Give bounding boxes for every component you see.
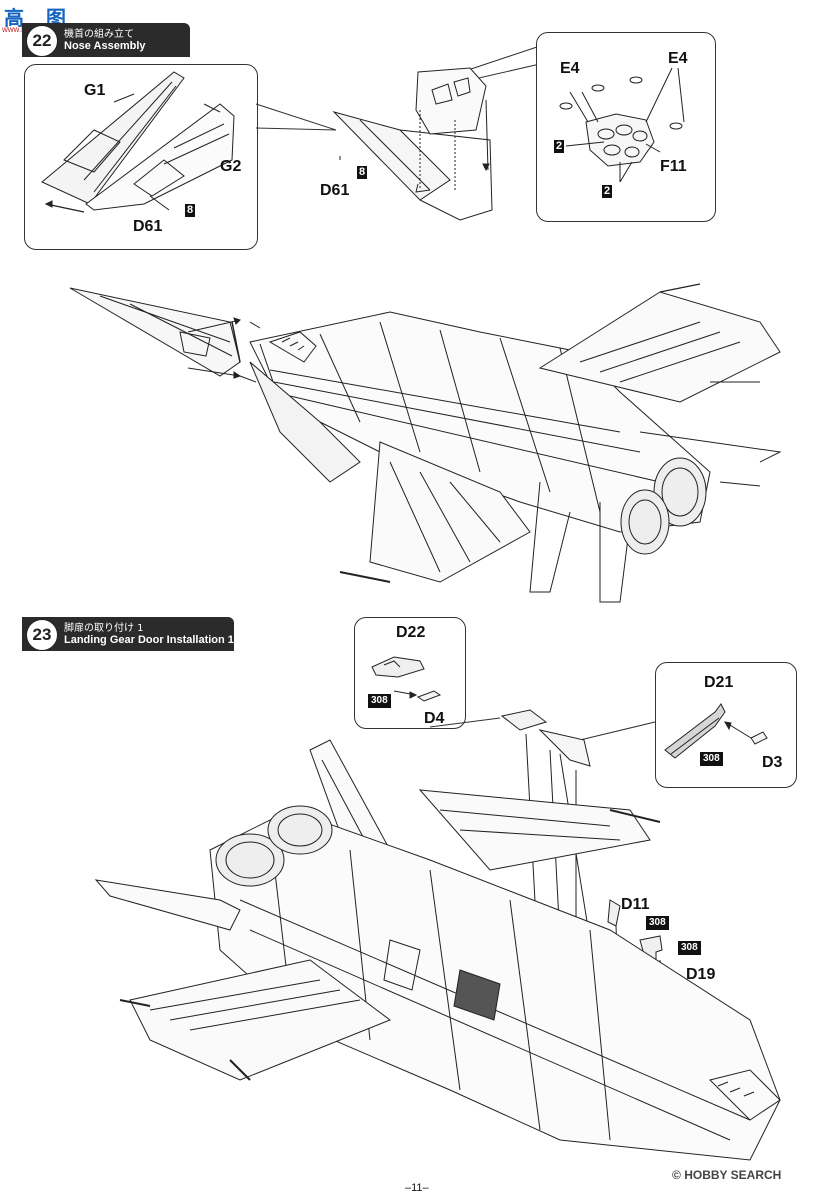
- cement-ref-308-b: 308: [700, 752, 723, 766]
- door-d21-drawing: [664, 703, 768, 759]
- paint-ref-8-a: 8: [185, 204, 196, 217]
- part-label-d22: D22: [396, 624, 426, 641]
- cement-ref-308-d: 308: [678, 941, 701, 955]
- leader-lines-23: [429, 717, 656, 741]
- part-label-d21: D21: [704, 674, 734, 691]
- aircraft-step23-drawing: [94, 709, 781, 1161]
- cement-ref-308-a: 308: [368, 694, 391, 708]
- aircraft-step22-drawing: [69, 283, 782, 603]
- part-label-f11: F11: [660, 158, 687, 175]
- part-label-e4-b: E4: [668, 50, 688, 67]
- part-label-e4-a: E4: [560, 60, 580, 77]
- door-d22-drawing: [371, 656, 442, 702]
- leader-lines-22: [255, 45, 541, 131]
- step-22-title-en: Nose Assembly: [64, 40, 146, 52]
- part-label-g1: G1: [84, 82, 106, 99]
- part-label-d61-b: D61: [320, 182, 350, 199]
- nose-section-drawing: [332, 67, 493, 221]
- door-d21-detail-box: [655, 662, 797, 788]
- watermark-logo-char: 高: [4, 6, 24, 30]
- step-23-title-en: Landing Gear Door Installation 1: [64, 634, 234, 646]
- paint-ref-2-a: 2: [554, 140, 565, 153]
- step-22-banner: 22 機首の組み立て Nose Assembly: [22, 23, 190, 57]
- step-22-number: 22: [26, 25, 58, 57]
- step-22-title-jp: 機首の組み立て: [64, 29, 134, 40]
- part-label-d3: D3: [762, 754, 783, 771]
- paint-ref-2-b: 2: [602, 185, 613, 198]
- brand-logo-text: HOBBY SEARCH: [684, 1168, 782, 1182]
- instrument-hood-drawing: [559, 67, 685, 183]
- step-23-banner: 23 脚扉の取り付け 1 Landing Gear Door Installat…: [22, 617, 234, 651]
- copyright-mark: ©: [672, 1168, 681, 1182]
- brand-watermark: © HOBBY SEARCH: [672, 1168, 781, 1182]
- part-label-d4: D4: [424, 710, 445, 727]
- step-23-number: 23: [26, 619, 58, 651]
- cement-ref-308-c: 308: [646, 916, 669, 930]
- page-number: –11–: [405, 1182, 429, 1194]
- part-label-d19: D19: [686, 966, 716, 983]
- part-label-d61-a: D61: [133, 218, 163, 235]
- nose-cone-drawing: [41, 71, 235, 213]
- step-23-title-jp: 脚扉の取り付け 1: [64, 623, 144, 634]
- part-label-d11: D11: [621, 896, 650, 913]
- paint-ref-8-b: 8: [357, 166, 368, 179]
- part-label-g2: G2: [220, 158, 242, 175]
